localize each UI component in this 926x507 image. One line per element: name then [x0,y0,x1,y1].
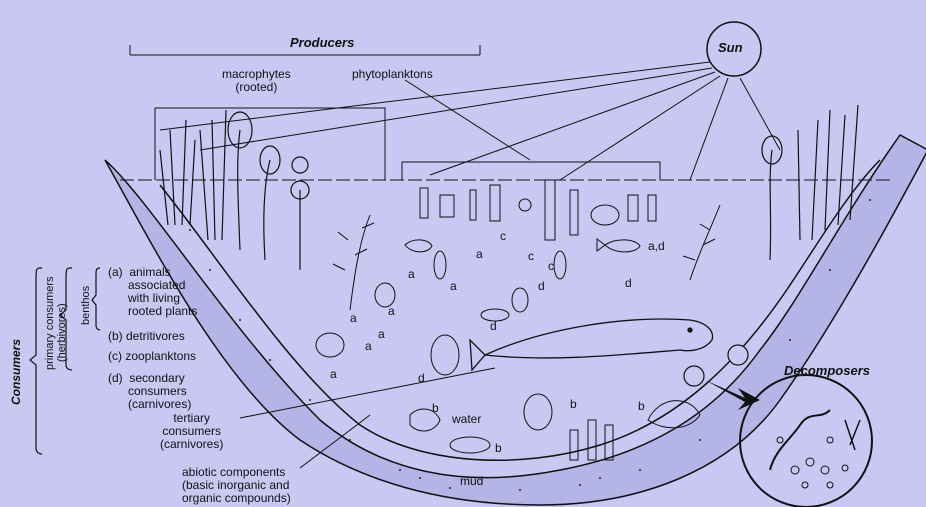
organism-letter-10: b [495,441,502,455]
organism-letter-11: b [638,399,645,413]
organism-letter-15: d [538,279,545,293]
category-c-text: (c) zooplanktons [108,350,196,363]
category-a-text: (a) animals associated with living roote… [108,266,197,318]
decomposer-magnifier [740,375,872,507]
primary-consumers-label: primary consumers [44,276,56,370]
organism-letter-14: c [548,259,554,273]
mud-label: mud [460,475,483,488]
organism-letter-4: a [388,304,395,318]
organism-letter-3: a [330,367,337,381]
abiotic-label: abiotic components (basic inorganic and … [182,466,291,505]
phytoplanktons-label: phytoplanktons [352,68,433,81]
organism-letter-5: a [378,327,385,341]
large-fish [470,319,713,370]
organism-letter-9: b [570,397,577,411]
organism-letter-2: a [365,339,372,353]
organism-letter-7: a [408,267,415,281]
organism-letter-18: d [418,371,425,385]
organism-letter-13: c [528,249,534,263]
macrophyte-plants-left [160,110,309,270]
category-d-text: (d) secondary consumers (carnivores) [108,372,191,411]
category-b-text: (b) detritivores [108,330,185,343]
organism-letter-16: d [625,276,632,290]
organism-letter-6: a [476,247,483,261]
basin-outline [160,160,880,460]
small-fish [405,239,640,252]
organism-letter-17: d [490,319,497,333]
benthos-label: benthos [80,286,92,325]
organism-letter-19: a,d [648,239,665,253]
tertiary-label: tertiary consumers (carnivores) [160,412,223,451]
submerged-weeds [333,205,720,310]
organism-letter-0: a [450,279,457,293]
mud-layer [105,135,926,505]
macrophytes-box [155,108,385,180]
consumers-label: Consumers [10,339,22,405]
producers-label: Producers [290,36,354,49]
organism-letter-1: a [350,311,357,325]
water-label: water [452,413,481,426]
organism-letter-8: b [432,401,439,415]
herbivores-label: (herbivores) [56,303,68,362]
sun-label: Sun [718,41,743,54]
macrophytes-label: macrophytes (rooted) [222,68,291,94]
organism-letter-12: c [500,229,506,243]
sun-icon [160,22,780,180]
decomposers-label: Decomposers [784,364,870,377]
phytoplankton-cells [420,180,656,240]
